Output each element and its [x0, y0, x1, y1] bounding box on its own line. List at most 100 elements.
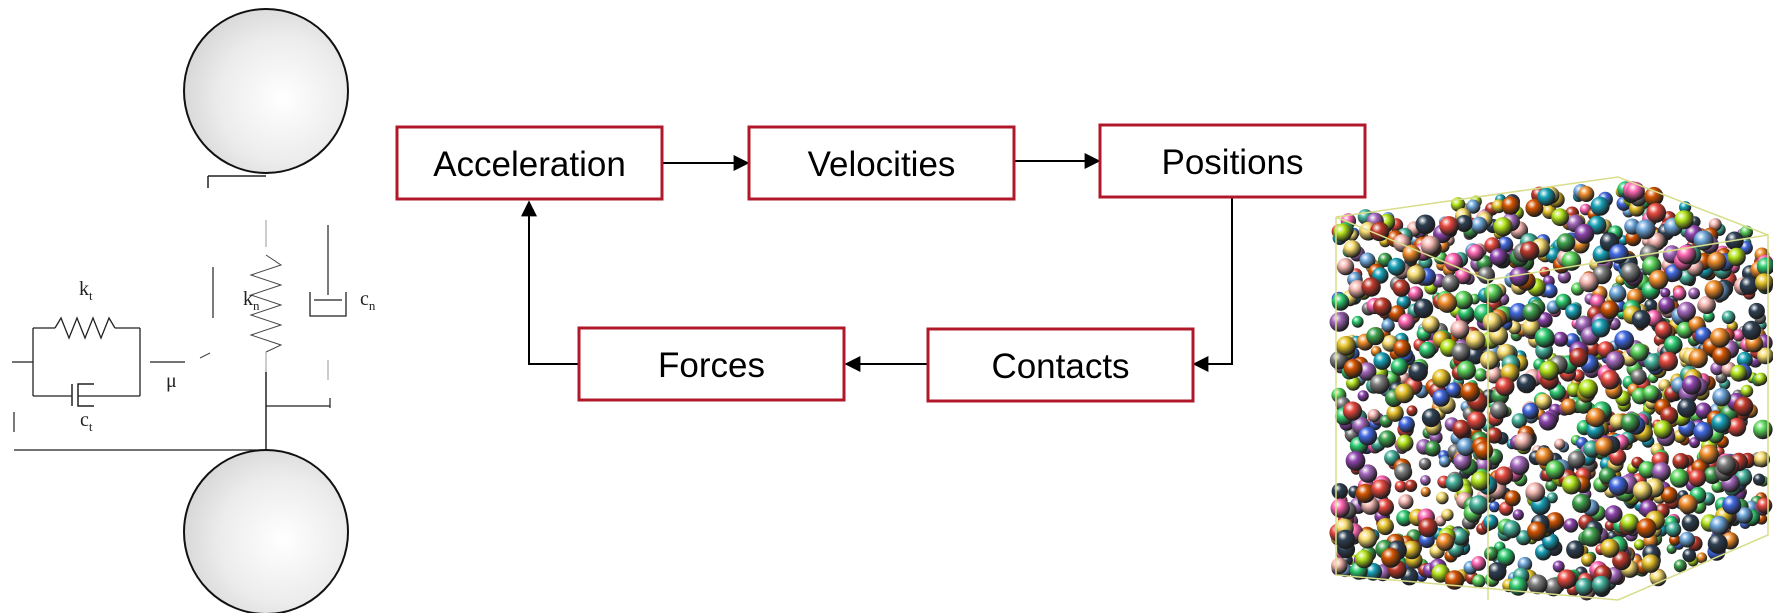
particle-sphere: [1535, 393, 1552, 410]
particle-sphere: [1633, 539, 1645, 551]
particle-sphere: [1450, 320, 1470, 340]
particle-sphere: [1359, 252, 1376, 269]
particle-sphere: [1465, 330, 1486, 351]
particle-sphere: [1456, 437, 1476, 457]
particle-sphere: [1732, 329, 1745, 342]
particle-sphere: [1470, 216, 1488, 234]
particle-sphere: [1586, 407, 1606, 428]
particle-sphere: [1415, 214, 1436, 235]
particle-sphere: [1526, 521, 1547, 542]
particle-sphere: [1511, 413, 1527, 429]
particle-sphere: [1489, 248, 1508, 266]
particle-sphere: [1351, 315, 1364, 328]
particle-sphere: [1565, 303, 1582, 320]
particle-sphere: [1563, 518, 1579, 533]
particle-sphere: [1673, 559, 1687, 573]
particle-sphere: [1424, 440, 1441, 457]
particle-sphere: [1331, 557, 1348, 574]
particle-sphere: [1679, 531, 1696, 548]
particle-sphere: [1654, 321, 1673, 339]
particle-sphere: [1756, 497, 1773, 514]
particle-sphere: [1609, 285, 1627, 303]
particle-sphere: [1361, 277, 1381, 297]
particle-sphere: [1376, 498, 1394, 516]
particle-sphere: [1711, 413, 1731, 433]
particle-sphere: [1722, 495, 1742, 515]
particle-sphere: [1682, 548, 1697, 563]
particle-sphere: [1336, 335, 1357, 356]
particle-sphere: [1527, 574, 1548, 595]
particle-sphere: [1721, 310, 1736, 325]
particle-sphere: [1376, 517, 1394, 536]
particle-sphere: [1600, 370, 1620, 390]
particle-sphere: [1590, 196, 1610, 216]
particle-sphere: [1535, 447, 1554, 467]
particle-sphere: [1545, 512, 1565, 531]
particle-sphere: [1487, 562, 1507, 582]
ct-label: c: [80, 409, 89, 431]
particle-sphere: [1658, 296, 1675, 314]
node-forces: Forces: [577, 326, 846, 402]
particle-sphere: [1660, 486, 1678, 504]
particle-spheres: [1329, 181, 1773, 601]
particle-sphere: [1490, 401, 1508, 420]
particle-sphere: [1600, 300, 1619, 319]
node-contacts: Contacts: [926, 327, 1195, 403]
normal-spring: [249, 254, 283, 353]
particle-sphere: [1386, 404, 1404, 422]
particle-sphere: [1345, 451, 1366, 471]
particle-sphere: [1387, 257, 1406, 276]
particle-sphere: [1452, 419, 1471, 438]
particle-sphere: [1494, 466, 1514, 486]
domain-box-outline: [1335, 176, 1769, 601]
particle-sphere: [1329, 351, 1349, 370]
upper-particle: [183, 8, 349, 174]
particle-sphere: [1712, 387, 1731, 407]
particle-sphere: [1757, 347, 1773, 365]
particle-sphere: [1557, 270, 1571, 284]
particle-sphere: [1402, 540, 1421, 560]
particle-sphere: [1419, 341, 1436, 359]
particle-sphere: [1394, 480, 1407, 493]
tangential-spring: [54, 316, 116, 340]
normal-dashpot: [309, 292, 347, 317]
particle-sphere: [1648, 270, 1669, 290]
particle-sphere: [1644, 353, 1663, 372]
particle-sphere: [1712, 346, 1732, 366]
particle-sphere: [1641, 554, 1660, 573]
particle-sphere: [1608, 476, 1629, 496]
particle-sphere: [1477, 266, 1495, 284]
particle-sphere: [1455, 215, 1473, 232]
particle-sphere: [1636, 518, 1657, 539]
particle-sphere: [1756, 257, 1773, 276]
particle-sphere: [1551, 208, 1569, 227]
particle-sphere: [1504, 490, 1521, 507]
particle-sphere: [1329, 312, 1350, 332]
particle-sphere: [1620, 262, 1641, 283]
particle-sphere: [1681, 514, 1700, 532]
particle-sphere: [1677, 301, 1696, 321]
particle-sphere: [1669, 468, 1689, 488]
particle-sphere: [1672, 453, 1690, 470]
particle-sphere: [1366, 327, 1385, 346]
particle-sphere: [1509, 266, 1530, 287]
particle-sphere: [1556, 569, 1577, 589]
particle-sphere: [1669, 534, 1681, 546]
particle-sphere: [1371, 479, 1391, 500]
particle-sphere: [1493, 217, 1513, 237]
node-positions-label: Positions: [1161, 143, 1303, 182]
particle-sphere: [1358, 464, 1378, 483]
particle-sphere: [1421, 315, 1440, 334]
particle-sphere: [1444, 252, 1463, 272]
particle-sphere: [1572, 493, 1592, 513]
svg-text:kt: kt: [79, 278, 93, 303]
cn-label: c: [360, 288, 369, 310]
particle-sphere: [1369, 374, 1390, 394]
particle-packing-render: [1329, 176, 1773, 601]
particle-sphere: [1355, 483, 1375, 504]
particle-sphere: [1748, 302, 1765, 320]
friction-coefficient-label: μ: [166, 370, 177, 392]
particle-sphere: [1754, 372, 1768, 386]
